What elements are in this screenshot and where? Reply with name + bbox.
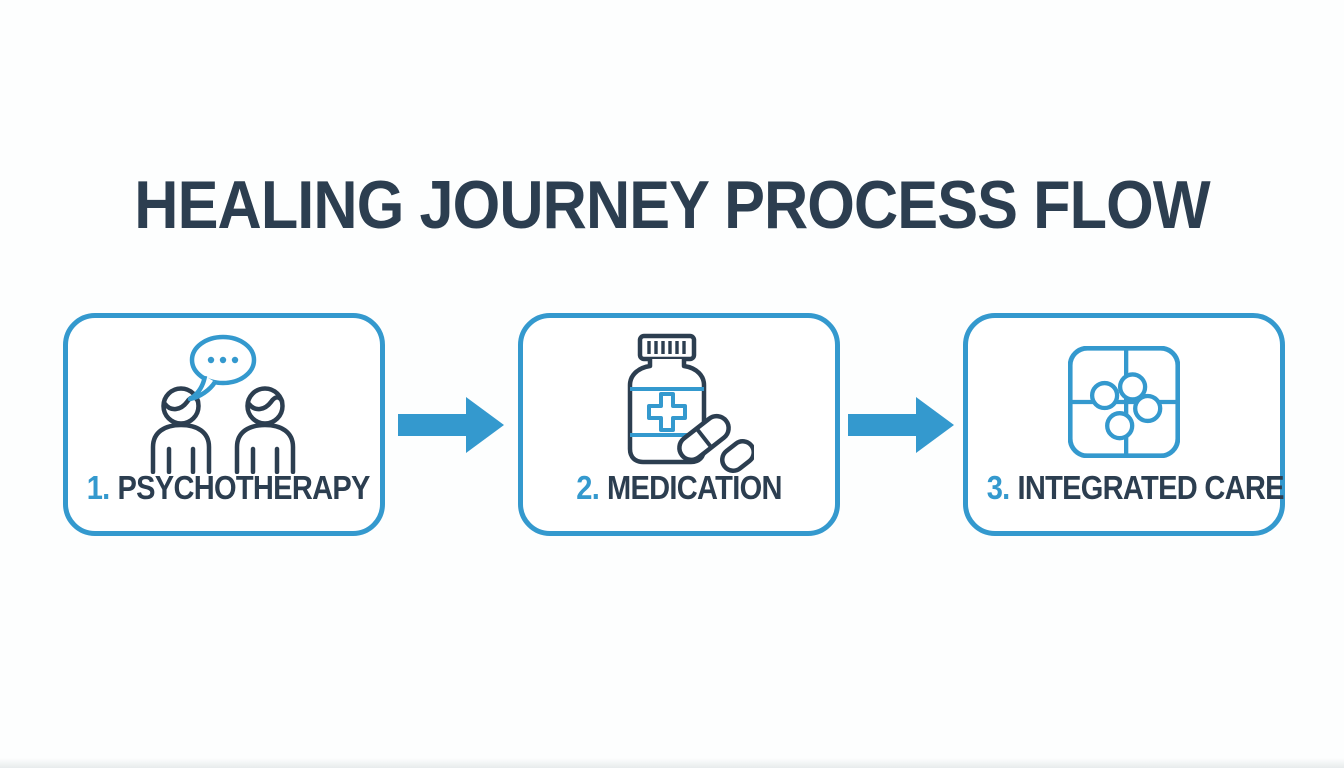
step-title: PSYCHOTHERAPY	[117, 469, 370, 506]
puzzle-pieces-icon	[968, 346, 1280, 458]
step-number: 1.	[86, 469, 111, 506]
step-number: 2.	[576, 469, 600, 506]
diagram-title: HEALING JOURNEY PROCESS FLOW	[134, 167, 1210, 243]
step-box-medication: 2.MEDICATION	[518, 313, 840, 536]
therapy-conversation-icon	[68, 332, 380, 474]
step-label: 3.INTEGRATED CARE	[986, 469, 1285, 507]
step-number: 3.	[986, 469, 1011, 506]
step-title: INTEGRATED CARE	[1017, 469, 1284, 506]
step-box-integrated-care: 3.INTEGRATED CARE	[963, 313, 1285, 536]
medication-bottle-icon	[523, 332, 835, 474]
step-label: 1.PSYCHOTHERAPY	[86, 469, 371, 507]
bottom-shadow	[0, 758, 1344, 768]
right-arrow-icon	[398, 395, 504, 460]
step-label: 2.MEDICATION	[542, 469, 817, 507]
step-box-psychotherapy: 1.PSYCHOTHERAPY	[63, 313, 385, 536]
right-arrow-icon	[848, 395, 954, 460]
step-title: MEDICATION	[607, 469, 782, 506]
